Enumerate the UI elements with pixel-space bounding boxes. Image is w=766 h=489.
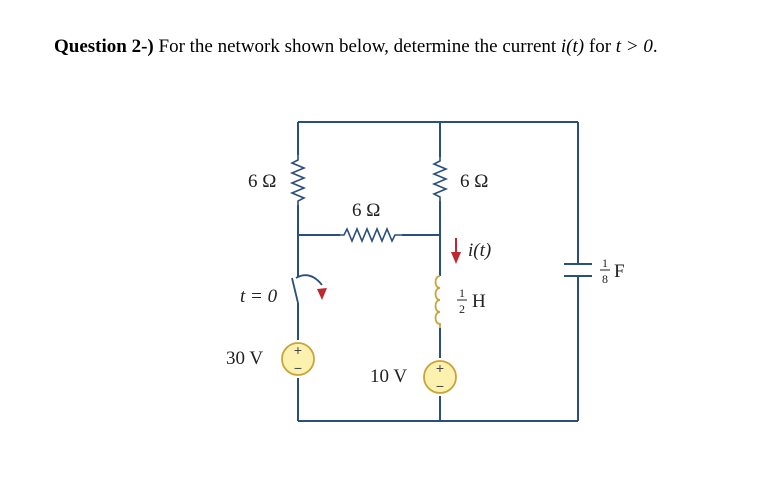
label-inductor: 1 2 H <box>457 286 486 316</box>
capacitor-unit: F <box>614 261 625 282</box>
circuit-wires <box>297 121 579 422</box>
capacitor-denominator: 8 <box>602 272 608 286</box>
source-left-minus: − <box>294 360 302 376</box>
question-text-middle: for <box>584 36 616 57</box>
current-arrow <box>451 238 461 264</box>
label-source-middle: 10 V <box>370 366 407 387</box>
resistor-right <box>431 157 449 201</box>
label-r-middle: 6 Ω <box>352 200 380 221</box>
label-switch: t = 0 <box>240 286 278 307</box>
source-left-plus: + <box>294 342 302 358</box>
question-current-symbol: i(t) <box>560 36 585 57</box>
inductor-denominator: 2 <box>459 302 465 316</box>
source-middle-minus: − <box>436 378 444 394</box>
question-label: Question 2-) <box>54 36 154 57</box>
resistor-left <box>289 155 307 205</box>
capacitor-numerator: 1 <box>602 256 608 270</box>
label-source-left: 30 V <box>226 348 263 369</box>
capacitor <box>564 263 592 277</box>
resistor-middle <box>340 226 402 244</box>
label-capacitor: 1 8 F <box>600 256 625 286</box>
question-text-before: For the network shown below, determine t… <box>153 36 561 57</box>
source-middle-plus: + <box>436 360 444 376</box>
label-current: i(t) <box>468 240 491 261</box>
voltage-source-middle: + − <box>423 360 457 394</box>
label-r-left: 6 Ω <box>248 171 276 192</box>
switch-arrow <box>317 288 327 300</box>
question-text-end: . <box>652 36 658 57</box>
label-r-right: 6 Ω <box>460 171 488 192</box>
switch-t0 <box>291 274 323 304</box>
inductor <box>434 275 441 328</box>
voltage-source-left: + − <box>281 342 315 376</box>
question-condition: t > 0 <box>615 36 653 57</box>
question-text: Question 2-) For the network shown below… <box>54 36 658 58</box>
inductor-numerator: 1 <box>459 286 465 300</box>
inductor-unit: H <box>472 291 486 312</box>
